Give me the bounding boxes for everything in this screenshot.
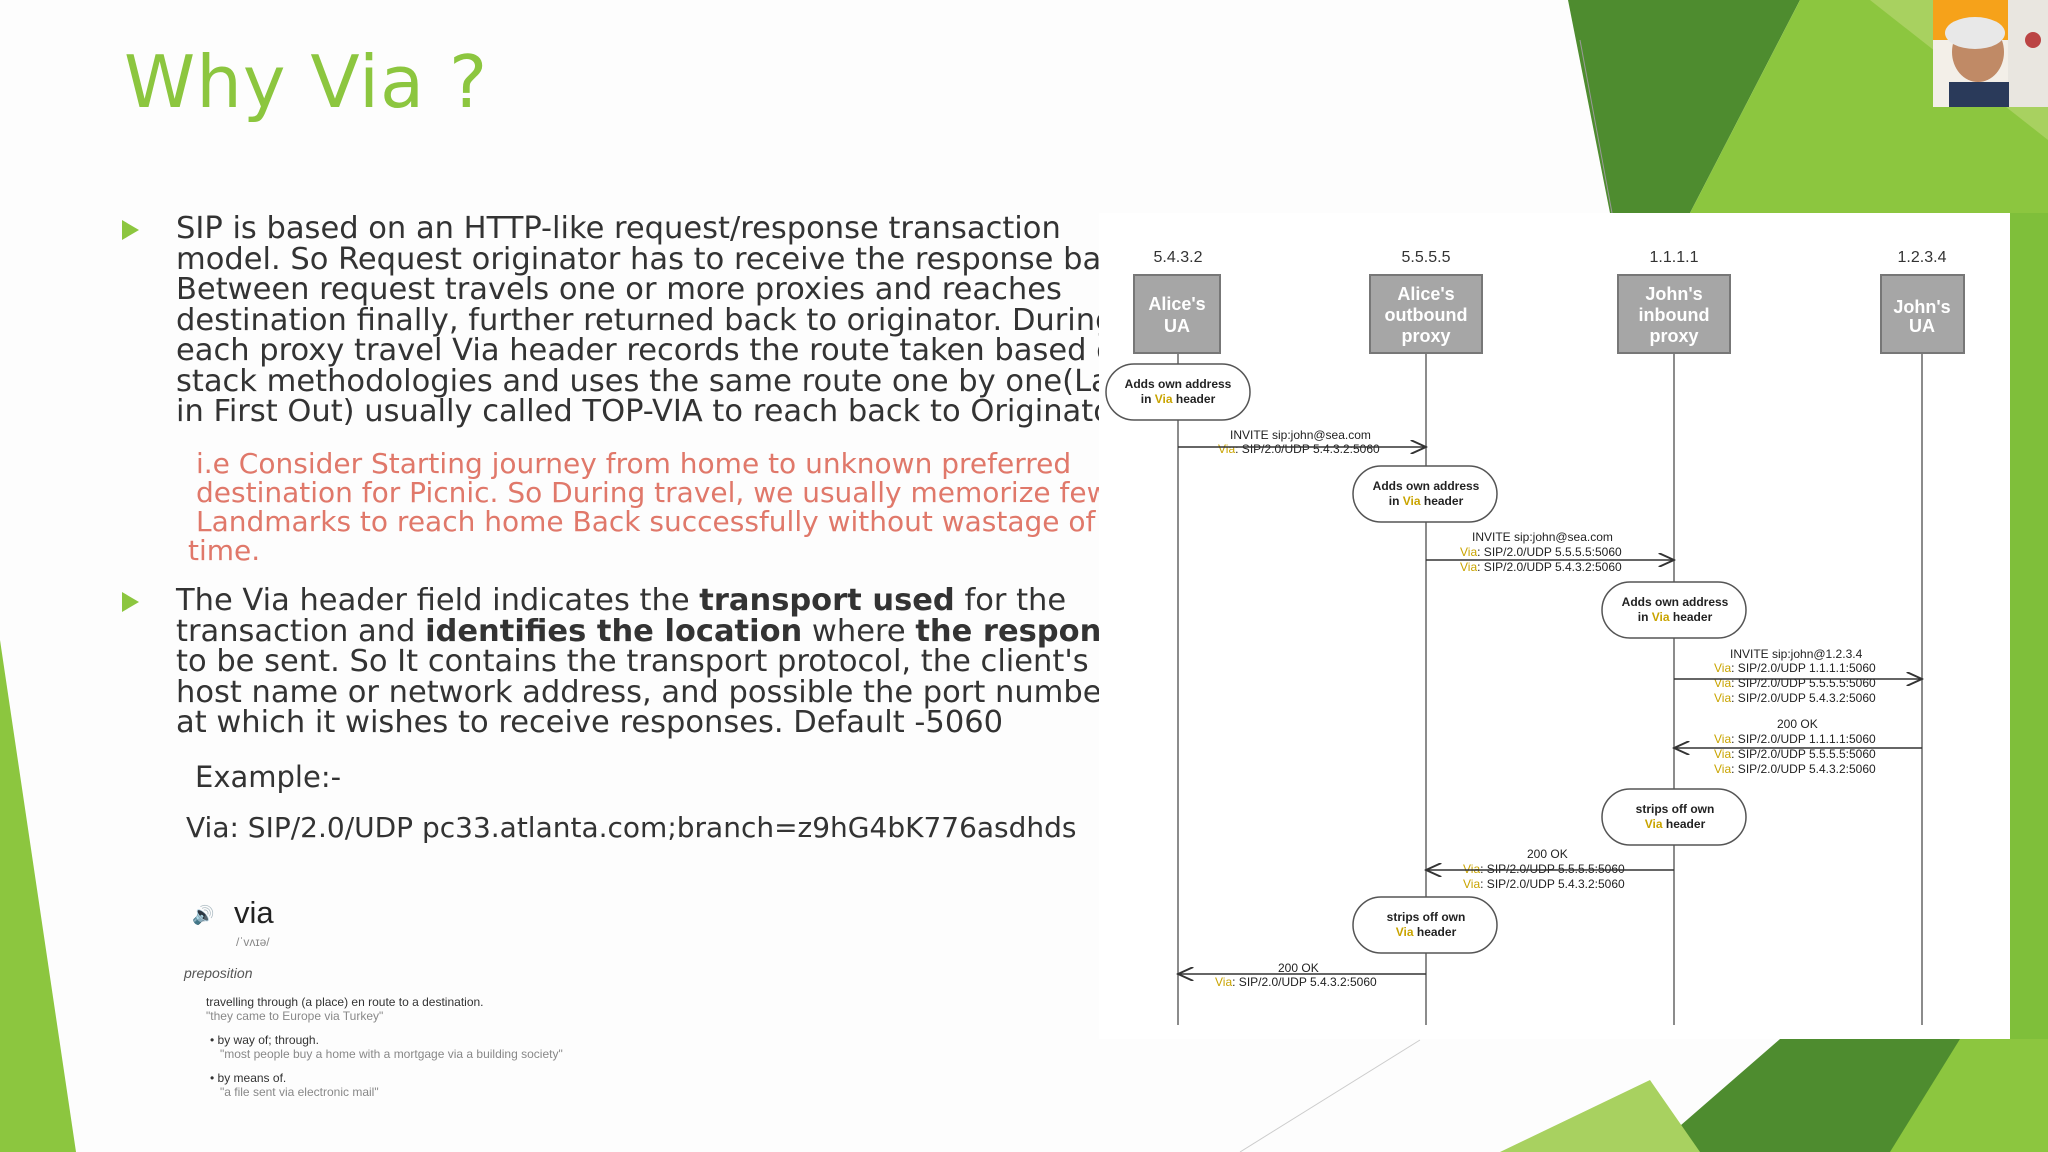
dict-word: via xyxy=(234,895,274,930)
entity-john-ua: John's UA xyxy=(1880,274,1965,354)
svg-text:Via header: Via header xyxy=(1396,925,1457,939)
svg-text:in Via header: in Via header xyxy=(1638,610,1713,624)
analogy-note: i.e Consider Starting journey from home … xyxy=(188,449,1110,565)
svg-text:Via: SIP/2.0/UDP 5.5.5.5:5060: Via: SIP/2.0/UDP 5.5.5.5:5060 xyxy=(1714,676,1876,690)
dictionary-snippet: 🔊 via /ˈvʌɪə/ preposition travelling thr… xyxy=(184,895,644,1105)
example-value: Via: SIP/2.0/UDP pc33.atlanta.com;branch… xyxy=(186,811,1077,844)
svg-text:Adds own address: Adds own address xyxy=(1125,377,1232,391)
bullet-2: The Via header field indicates the trans… xyxy=(176,583,1174,740)
note-strips-header: strips off own Via header xyxy=(1352,896,1498,954)
svg-text:Via: SIP/2.0/UDP 5.4.3.2:5060: Via: SIP/2.0/UDP 5.4.3.2:5060 xyxy=(1714,691,1876,705)
svg-text:Via: SIP/2.0/UDP 5.4.3.2:5060: Via: SIP/2.0/UDP 5.4.3.2:5060 xyxy=(1460,560,1622,574)
message-200-ok-3: 200 OK Via: SIP/2.0/UDP 5.4.3.2:5060 xyxy=(1178,961,1426,989)
bullet-1-line: stack methodologies and uses the same ro… xyxy=(176,363,1138,399)
svg-text:UA: UA xyxy=(1164,316,1190,336)
svg-text:in Via header: in Via header xyxy=(1141,392,1216,406)
speaker-photo xyxy=(1933,0,2048,107)
svg-text:Alice's: Alice's xyxy=(1148,294,1205,314)
address-label: 1.1.1.1 xyxy=(1650,249,1699,266)
note-adds-address: Adds own address in Via header xyxy=(1352,465,1498,523)
svg-text:Via: SIP/2.0/UDP 1.1.1.1:5060: Via: SIP/2.0/UDP 1.1.1.1:5060 xyxy=(1714,661,1876,675)
svg-text:John's: John's xyxy=(1893,297,1950,317)
dict-ex3: "a file sent via electronic mail" xyxy=(220,1085,379,1099)
svg-text:inbound: inbound xyxy=(1639,305,1710,325)
svg-text:proxy: proxy xyxy=(1649,326,1698,346)
analogy-line: i.e Consider Starting journey from home … xyxy=(196,447,1072,480)
bullet-2-line: The Via header field indicates the trans… xyxy=(176,583,1067,618)
bullet-2-line: host name or network address, and possib… xyxy=(176,674,1115,710)
svg-text:strips off own: strips off own xyxy=(1387,910,1466,924)
svg-text:200 OK: 200 OK xyxy=(1278,961,1319,975)
svg-text:outbound: outbound xyxy=(1385,305,1468,325)
analogy-line: destination for Picnic. So During travel… xyxy=(196,476,1110,509)
svg-text:strips off own: strips off own xyxy=(1636,802,1715,816)
svg-text:UA: UA xyxy=(1909,316,1935,336)
bullet-2-line: transaction and identifies the location … xyxy=(176,613,1174,649)
analogy-line: Landmarks to reach home Back successfull… xyxy=(196,505,1096,538)
svg-text:INVITE sip:john@sea.com: INVITE sip:john@sea.com xyxy=(1472,530,1613,544)
address-label: 1.2.3.4 xyxy=(1898,249,1947,266)
svg-text:Adds own address: Adds own address xyxy=(1373,479,1480,493)
message-200-ok-2: 200 OK Via: SIP/2.0/UDP 5.5.5.5:5060 Via… xyxy=(1426,847,1674,891)
bullet-2-line: at which it wishes to receive responses.… xyxy=(176,705,1004,740)
note-strips-header: strips off own Via header xyxy=(1601,788,1747,846)
svg-text:Via header: Via header xyxy=(1645,817,1706,831)
svg-text:200 OK: 200 OK xyxy=(1777,717,1818,731)
bullet-1-line: each proxy travel Via header records the… xyxy=(176,333,1135,368)
message-invite-3: INVITE sip:john@1.2.3.4 Via: SIP/2.0/UDP… xyxy=(1674,647,1922,705)
dict-def1: travelling through (a place) en route to… xyxy=(206,995,484,1009)
svg-text:John's: John's xyxy=(1645,284,1702,304)
dict-ex2: "most people buy a home with a mortgage … xyxy=(220,1047,563,1061)
dict-def3: • by means of. xyxy=(210,1071,287,1085)
svg-text:Via: SIP/2.0/UDP 1.1.1.1:5060: Via: SIP/2.0/UDP 1.1.1.1:5060 xyxy=(1714,732,1876,746)
bullet-2-line: to be sent. So It contains the transport… xyxy=(176,644,1089,679)
svg-text:Alice's: Alice's xyxy=(1397,284,1454,304)
bullet-1: SIP is based on an HTTP-like request/res… xyxy=(176,211,1146,429)
green-shape-top-right-dark xyxy=(1568,0,1800,213)
green-shape-bottom-right xyxy=(1890,1039,2048,1152)
address-label: 5.5.5.5 xyxy=(1402,249,1451,266)
dict-pos: preposition xyxy=(184,965,253,981)
slide-title: Why Via ? xyxy=(124,40,489,124)
dict-phonetic: /ˈvʌɪə/ xyxy=(236,935,270,949)
svg-text:Via: SIP/2.0/UDP 5.4.3.2:5060: Via: SIP/2.0/UDP 5.4.3.2:5060 xyxy=(1463,877,1625,891)
dict-def2: • by way of; through. xyxy=(210,1033,319,1047)
bullet-1-line: Between request travels one or more prox… xyxy=(176,272,1062,307)
bullet-1-line: model. So Request originator has to rece… xyxy=(176,241,1146,277)
svg-text:INVITE sip:john@1.2.3.4: INVITE sip:john@1.2.3.4 xyxy=(1730,647,1863,661)
bullet-1-line: SIP is based on an HTTP-like request/res… xyxy=(176,211,1061,246)
note-adds-address: Adds own address in Via header xyxy=(1601,581,1747,639)
example-label: Example:- xyxy=(195,760,342,794)
svg-text:Via: SIP/2.0/UDP 5.5.5.5:5060: Via: SIP/2.0/UDP 5.5.5.5:5060 xyxy=(1460,545,1622,559)
green-shape-left xyxy=(0,640,76,1152)
svg-text:Via: SIP/2.0/UDP 5.4.3.2:5060: Via: SIP/2.0/UDP 5.4.3.2:5060 xyxy=(1215,975,1377,989)
svg-text:Adds own address: Adds own address xyxy=(1622,595,1729,609)
entity-alice-ua: Alice's UA xyxy=(1133,274,1221,354)
green-shape-bottom-right-light xyxy=(1500,1080,1700,1152)
svg-text:in Via header: in Via header xyxy=(1389,494,1464,508)
svg-text:200 OK: 200 OK xyxy=(1527,847,1568,861)
message-invite-2: INVITE sip:john@sea.com Via: SIP/2.0/UDP… xyxy=(1426,530,1674,574)
address-label: 5.4.3.2 xyxy=(1154,249,1203,266)
bullet-1-line: in First Out) usually called TOP-VIA to … xyxy=(176,394,1132,429)
speaker-icon: 🔊 xyxy=(192,905,215,925)
dict-ex1: "they came to Europe via Turkey" xyxy=(206,1009,384,1023)
entity-alice-outbound-proxy: Alice's outbound proxy xyxy=(1369,274,1483,354)
note-adds-address: Adds own address in Via header xyxy=(1105,363,1251,421)
entity-john-inbound-proxy: John's inbound proxy xyxy=(1617,274,1731,354)
svg-text:Via: SIP/2.0/UDP 5.4.3.2:5060: Via: SIP/2.0/UDP 5.4.3.2:5060 xyxy=(1218,442,1380,456)
analogy-line: time. xyxy=(188,534,261,567)
green-shape-right-strip xyxy=(2010,213,2048,1040)
svg-text:Via: SIP/2.0/UDP 5.5.5.5:5060: Via: SIP/2.0/UDP 5.5.5.5:5060 xyxy=(1714,747,1876,761)
bullet-1-line: destination finally, further returned ba… xyxy=(176,302,1115,338)
bullet-arrow-icon xyxy=(122,220,139,240)
message-200-ok-1: 200 OK Via: SIP/2.0/UDP 1.1.1.1:5060 Via… xyxy=(1674,717,1922,776)
svg-text:Via: SIP/2.0/UDP 5.5.5.5:5060: Via: SIP/2.0/UDP 5.5.5.5:5060 xyxy=(1463,862,1625,876)
message-invite-1: INVITE sip:john@sea.com Via: SIP/2.0/UDP… xyxy=(1178,428,1426,456)
svg-text:Via: SIP/2.0/UDP 5.4.3.2:5060: Via: SIP/2.0/UDP 5.4.3.2:5060 xyxy=(1714,762,1876,776)
sip-via-sequence-diagram: 5.4.3.2 5.5.5.5 1.1.1.1 1.2.3.4 Alice's … xyxy=(1099,213,2010,1039)
svg-text:INVITE sip:john@sea.com: INVITE sip:john@sea.com xyxy=(1230,428,1371,442)
svg-text:proxy: proxy xyxy=(1401,326,1450,346)
bullet-arrow-icon xyxy=(122,592,139,612)
